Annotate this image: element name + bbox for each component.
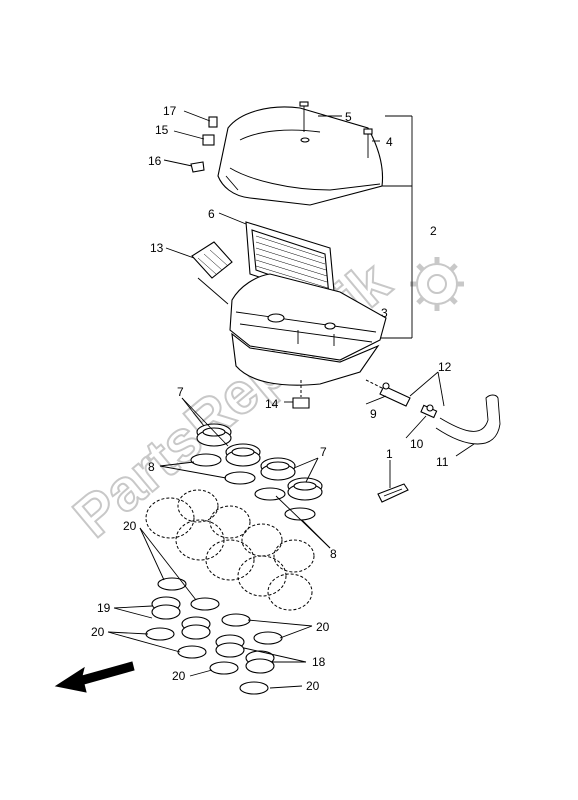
bolt-17 xyxy=(208,116,218,128)
callout-20b: 20 xyxy=(316,620,330,634)
callout-4: 4 xyxy=(386,135,393,149)
callout-8a: 8 xyxy=(148,460,155,474)
hose-9 xyxy=(365,379,411,407)
air-filter-cover xyxy=(217,106,384,206)
clamp-12 xyxy=(382,382,434,412)
intake-joint-7c xyxy=(260,457,296,481)
callout-13: 13 xyxy=(150,241,164,255)
part-1-clip xyxy=(377,483,409,503)
air-filter-case xyxy=(229,273,387,386)
watermark-gear-icon xyxy=(410,257,464,311)
grommet-16 xyxy=(190,161,205,173)
throttle-bodies xyxy=(145,489,315,611)
lower-joints xyxy=(151,596,275,674)
callout-5: 5 xyxy=(345,110,352,124)
intake-joint-7b xyxy=(225,443,261,467)
callout-1: 1 xyxy=(386,447,393,461)
callout-17: 17 xyxy=(163,104,177,118)
part-13-duct xyxy=(191,241,233,279)
lower-clamps xyxy=(145,577,283,695)
collar-15 xyxy=(202,134,215,146)
callout-11: 11 xyxy=(436,455,449,469)
callout-15: 15 xyxy=(155,123,169,137)
callout-12: 12 xyxy=(438,360,452,374)
callout-16: 16 xyxy=(148,154,162,168)
callout-20a: 20 xyxy=(123,519,137,533)
screw-4 xyxy=(363,128,373,158)
callout-7a: 7 xyxy=(177,385,184,399)
pipe-11 xyxy=(435,394,501,445)
callout-9: 9 xyxy=(370,407,377,421)
callout-2: 2 xyxy=(430,224,437,238)
callout-8b: 8 xyxy=(330,547,337,561)
screw-5 xyxy=(299,101,309,132)
intake-joint-7a xyxy=(196,423,232,447)
callout-20e: 20 xyxy=(306,679,320,693)
intake-joint-7d xyxy=(287,477,323,501)
clamps-8 xyxy=(190,453,316,521)
callout-10: 10 xyxy=(410,437,424,451)
callout-18: 18 xyxy=(312,655,326,669)
callout-14: 14 xyxy=(265,397,279,411)
cap-14 xyxy=(292,380,310,409)
watermark: PartsRepublik xyxy=(61,248,404,551)
watermark-text: PartsRepublik xyxy=(62,249,403,550)
arrow-front-icon xyxy=(54,661,135,693)
callout-3: 3 xyxy=(381,306,388,320)
callouts: 17 15 16 5 4 6 2 13 3 12 7 14 9 10 7 1 1… xyxy=(91,104,452,693)
callout-20d: 20 xyxy=(172,669,186,683)
leader-lines xyxy=(107,110,475,689)
callout-19: 19 xyxy=(97,601,111,615)
callout-20c: 20 xyxy=(91,625,105,639)
callout-7b: 7 xyxy=(320,445,327,459)
callout-6: 6 xyxy=(208,207,215,221)
